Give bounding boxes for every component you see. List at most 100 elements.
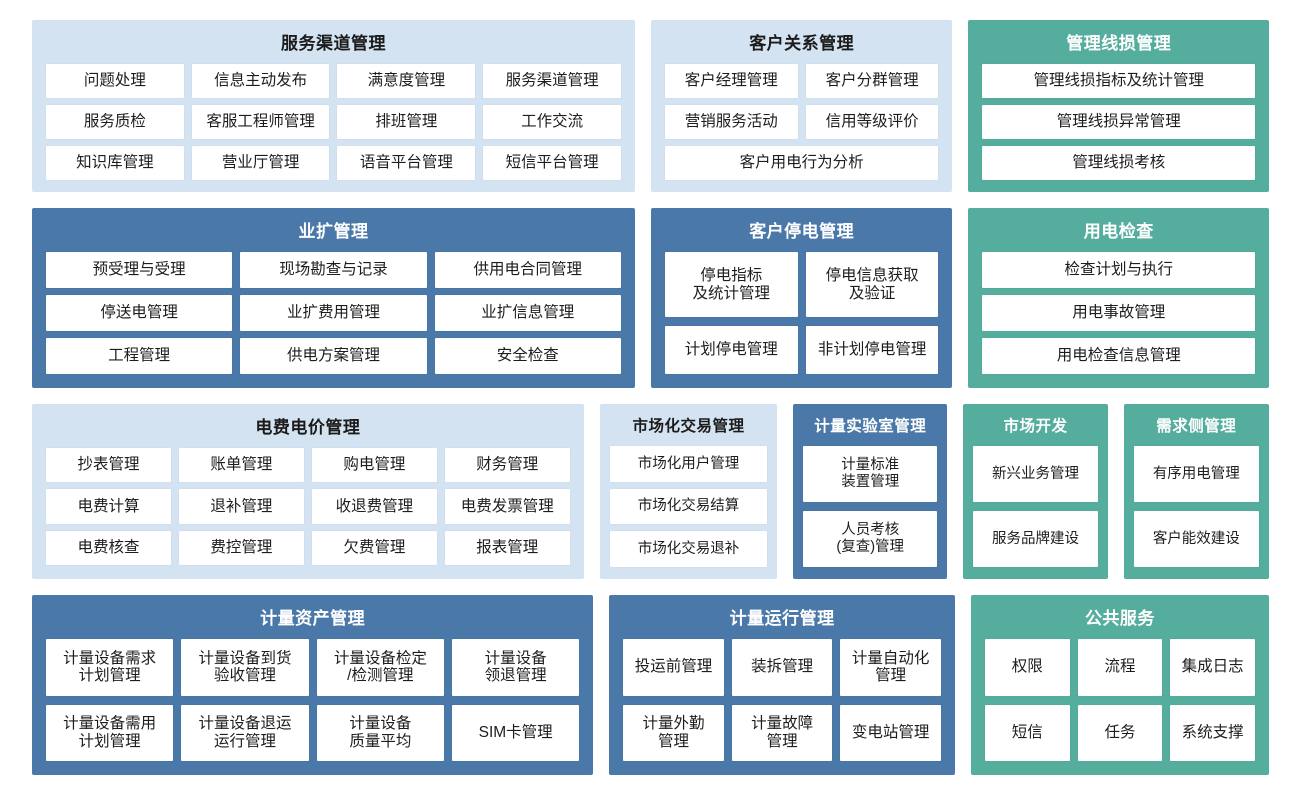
tile[interactable]: 欠费管理	[311, 530, 437, 565]
tile[interactable]: 停送电管理	[46, 295, 233, 332]
tile[interactable]: 非计划停电管理	[805, 326, 939, 374]
tile[interactable]: 抄表管理	[46, 448, 171, 483]
tile[interactable]: 停电指标 及统计管理	[664, 252, 798, 318]
tile[interactable]: 装拆管理	[731, 639, 833, 696]
tile[interactable]: 现场勘查与记录	[240, 252, 427, 289]
tile[interactable]: 管理线损考核	[982, 146, 1255, 181]
panel-business-expansion[interactable]: 业扩管理 预受理与受理 现场勘查与记录 供用电合同管理 停送电管理 业扩费用管理…	[32, 208, 635, 388]
panel-metering-laboratory[interactable]: 计量实验室管理 计量标准 装置管理 人员考核 (复查)管理	[793, 404, 948, 579]
panel-power-inspection[interactable]: 用电检查 检查计划与执行 用电事故管理 用电检查信息管理	[968, 208, 1269, 388]
tile[interactable]: 账单管理	[178, 448, 304, 483]
tile[interactable]: 满意度管理	[337, 64, 476, 99]
tile[interactable]: 费控管理	[178, 530, 304, 565]
tile[interactable]: 短信平台管理	[483, 146, 621, 181]
tile[interactable]: 计量设备到货 验收管理	[181, 639, 309, 696]
tile[interactable]: 投运前管理	[623, 639, 724, 696]
tile[interactable]: 变电站管理	[840, 704, 941, 761]
tile[interactable]: 业扩信息管理	[434, 295, 621, 332]
panel-electricity-fee-price[interactable]: 电费电价管理 抄表管理 账单管理 购电管理 财务管理 电费计算 退补管理 收退费…	[32, 404, 584, 579]
panel-market-trading[interactable]: 市场化交易管理 市场化用户管理 市场化交易结算 市场化交易退补	[599, 404, 778, 579]
tile[interactable]: 计量设备需求 计划管理	[46, 639, 174, 696]
tile[interactable]: 客服工程师管理	[191, 105, 330, 140]
tile[interactable]: 营销服务活动	[664, 105, 798, 140]
tile[interactable]: 财务管理	[444, 448, 570, 483]
tile[interactable]: 安全检查	[434, 338, 621, 374]
tile[interactable]: 管理线损异常管理	[982, 105, 1255, 140]
tile[interactable]: 计量外勤 管理	[623, 704, 724, 761]
tile[interactable]: 短信	[984, 704, 1070, 761]
panel-metering-assets[interactable]: 计量资产管理 计量设备需求 计划管理 计量设备到货 验收管理 计量设备检定 /检…	[32, 595, 594, 775]
tile[interactable]: 供用电合同管理	[434, 252, 621, 289]
tile[interactable]: 客户能效建设	[1133, 511, 1259, 568]
tile[interactable]: 收退费管理	[311, 489, 437, 524]
panel-title: 用电检查	[1083, 222, 1154, 241]
tile[interactable]: 市场化交易结算	[609, 488, 768, 525]
tile[interactable]: 计量自动化 管理	[840, 639, 941, 696]
tile[interactable]: 用电检查信息管理	[982, 338, 1255, 374]
tile[interactable]: 退补管理	[178, 489, 304, 524]
panel-customer-outage[interactable]: 客户停电管理 停电指标 及统计管理 停电信息获取 及验证 计划停电管理 非计划停…	[650, 208, 953, 388]
tile[interactable]: 语音平台管理	[337, 146, 476, 181]
tile[interactable]: 客户用电行为分析	[664, 146, 939, 181]
tile[interactable]: 任务	[1077, 704, 1163, 761]
tile[interactable]: 计划停电管理	[664, 326, 798, 374]
panel-public-service[interactable]: 公共服务 权限 流程 集成日志 短信 任务 系统支撑	[970, 595, 1269, 775]
tile[interactable]: 电费核查	[46, 530, 171, 565]
tile[interactable]: 市场化交易退补	[609, 531, 768, 568]
tile[interactable]: 计量设备 质量平均	[316, 704, 444, 761]
panel-customer-relationship[interactable]: 客户关系管理 客户经理管理 客户分群管理 营销服务活动 信用等级评价 客户用电行…	[650, 20, 953, 192]
tile[interactable]: 问题处理	[46, 64, 184, 99]
tile[interactable]: 集成日志	[1170, 639, 1255, 696]
tile[interactable]: 信息主动发布	[191, 64, 330, 99]
tile[interactable]: 信用等级评价	[805, 105, 939, 140]
tile[interactable]: 计量标准 装置管理	[803, 446, 938, 503]
tile[interactable]: 计量设备 领退管理	[451, 639, 580, 696]
tile-group: 抄表管理 账单管理 购电管理 财务管理 电费计算 退补管理 收退费管理 电费发票…	[46, 448, 570, 565]
tile[interactable]: 客户经理管理	[664, 64, 798, 99]
tile[interactable]: 流程	[1077, 639, 1163, 696]
tile[interactable]: 供电方案管理	[240, 338, 427, 374]
tile[interactable]: 计量故障 管理	[731, 704, 833, 761]
tile-row: 人员考核 (复查)管理	[803, 511, 938, 568]
tile[interactable]: 管理线损指标及统计管理	[982, 64, 1255, 99]
tile[interactable]: 新兴业务管理	[973, 446, 1098, 503]
tile[interactable]: 预受理与受理	[46, 252, 233, 289]
tile-row: 计量外勤 管理 计量故障 管理 变电站管理	[623, 704, 941, 761]
tile[interactable]: 市场化用户管理	[609, 446, 768, 482]
tile[interactable]: 人员考核 (复查)管理	[803, 511, 938, 568]
tile[interactable]: 工作交流	[483, 105, 621, 140]
tile[interactable]: 业扩费用管理	[240, 295, 427, 332]
tile[interactable]: 营业厅管理	[191, 146, 330, 181]
tile[interactable]: 排班管理	[337, 105, 476, 140]
tile[interactable]: 电费发票管理	[444, 489, 570, 524]
tile[interactable]: 停电信息获取 及验证	[805, 252, 939, 318]
tile[interactable]: SIM卡管理	[451, 704, 580, 761]
tile[interactable]: 工程管理	[46, 338, 233, 374]
tile[interactable]: 权限	[984, 639, 1070, 696]
panel-market-development[interactable]: 市场开发 新兴业务管理 服务品牌建设	[963, 404, 1108, 579]
tile[interactable]: 系统支撑	[1170, 704, 1255, 761]
tile[interactable]: 检查计划与执行	[982, 252, 1255, 289]
tile[interactable]: 客户分群管理	[805, 64, 939, 99]
panel-demand-side-management[interactable]: 需求侧管理 有序用电管理 客户能效建设	[1123, 404, 1269, 579]
tile[interactable]: 服务渠道管理	[483, 64, 621, 99]
tile-row: 电费计算 退补管理 收退费管理 电费发票管理	[46, 489, 570, 524]
tile[interactable]: 电费计算	[46, 489, 171, 524]
diagram-row-2: 业扩管理 预受理与受理 现场勘查与记录 供用电合同管理 停送电管理 业扩费用管理…	[32, 208, 1269, 388]
tile[interactable]: 服务品牌建设	[973, 511, 1098, 568]
panel-line-loss-management[interactable]: 管理线损管理 管理线损指标及统计管理 管理线损异常管理 管理线损考核	[968, 20, 1269, 192]
tile-group: 停电指标 及统计管理 停电信息获取 及验证 计划停电管理 非计划停电管理	[664, 252, 939, 374]
panel-title: 客户关系管理	[749, 34, 855, 53]
tile[interactable]: 知识库管理	[46, 146, 184, 181]
tile[interactable]: 计量设备退运 运行管理	[181, 704, 309, 761]
panel-service-channel[interactable]: 服务渠道管理 问题处理 信息主动发布 满意度管理 服务渠道管理 服务质检 客服工…	[32, 20, 635, 192]
tile[interactable]: 报表管理	[444, 530, 570, 565]
tile[interactable]: 用电事故管理	[982, 295, 1255, 332]
tile[interactable]: 计量设备需用 计划管理	[46, 704, 174, 761]
panel-metering-operation[interactable]: 计量运行管理 投运前管理 装拆管理 计量自动化 管理 计量外勤 管理 计量故障 …	[609, 595, 955, 775]
tile[interactable]: 购电管理	[311, 448, 437, 483]
tile[interactable]: 计量设备检定 /检测管理	[316, 639, 444, 696]
tile-row: 计量标准 装置管理	[803, 446, 938, 503]
tile[interactable]: 服务质检	[46, 105, 184, 140]
tile[interactable]: 有序用电管理	[1133, 446, 1259, 503]
